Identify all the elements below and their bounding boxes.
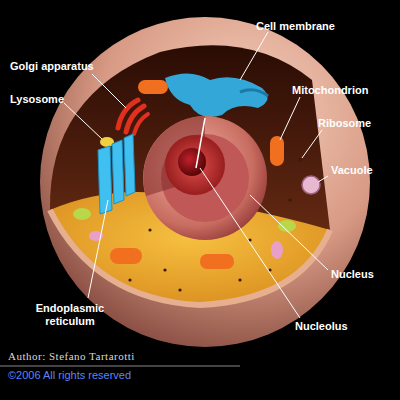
copyright-note: ©2006 All rights reserved <box>8 369 131 382</box>
part-label: Cell membrane <box>256 20 335 33</box>
part-label: Endoplasmic reticulum <box>20 302 120 328</box>
part-label: Ribosome <box>318 117 371 130</box>
part-label: Mitochondrion <box>292 84 368 97</box>
part-label: Golgi apparatus <box>10 60 94 73</box>
part-label: Nucleus <box>331 268 374 281</box>
part-label: Vacuole <box>331 164 373 177</box>
part-label: Nucleolus <box>295 320 348 333</box>
author-credit: Author: Stefano Tartarotti <box>8 350 135 363</box>
part-label: Lysosome <box>10 93 64 106</box>
